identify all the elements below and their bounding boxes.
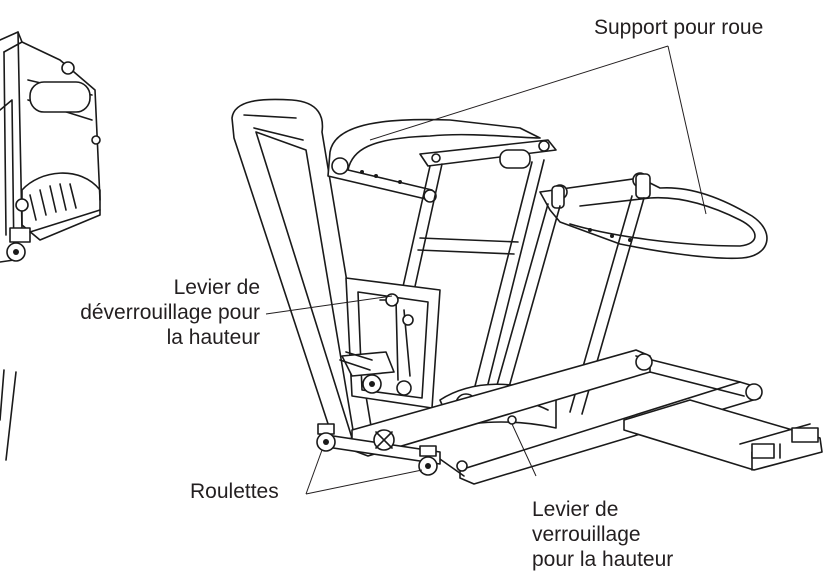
leader-wheel-support-right: [667, 45, 707, 215]
leader-wheel-support-left: [369, 45, 669, 141]
leader-caster-left: [305, 449, 323, 495]
label-wheel-support-text: Support pour roue: [594, 16, 764, 39]
label-release-lever: Levier de déverrouillage pour la hauteur: [10, 275, 260, 350]
leader-release-lever: [265, 295, 393, 315]
leader-locking-lever: [511, 423, 537, 477]
label-casters: Roulettes: [190, 479, 279, 504]
label-release-lever-line2: déverrouillage pour: [80, 301, 260, 324]
label-wheel-support: Support pour roue: [594, 15, 763, 40]
leader-lines: [265, 45, 707, 495]
label-casters-text: Roulettes: [190, 480, 279, 503]
caster-right: [418, 445, 438, 476]
label-release-lever-line3: la hauteur: [166, 326, 260, 349]
label-locking-lever-line1: Levier de: [532, 498, 619, 521]
label-release-lever-line1: Levier de: [173, 276, 260, 299]
leader-caster-right: [305, 469, 423, 495]
caster-middle: [373, 429, 395, 451]
label-locking-lever-line3: pour la hauteur: [532, 548, 674, 571]
treadmill-frame: [231, 98, 823, 485]
label-locking-lever-line2: verrouillage: [532, 523, 641, 546]
label-locking-lever: Levier de verrouillage pour la hauteur: [532, 497, 673, 572]
partial-adjacent-view: [0, 31, 101, 461]
caster-left: [316, 423, 336, 452]
